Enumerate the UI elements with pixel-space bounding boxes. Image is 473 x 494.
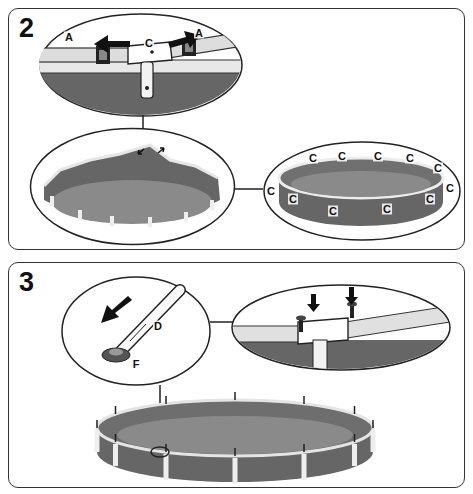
part-letter: C (382, 204, 392, 215)
t-joint (298, 318, 348, 344)
leg-post (52, 196, 212, 227)
pool-floor (52, 180, 212, 224)
buckle (182, 38, 196, 56)
push-arrow (101, 296, 132, 323)
pool-wall (232, 340, 450, 380)
part-letter: A (64, 32, 74, 43)
pool-wall (97, 422, 373, 482)
zoom-leader (159, 385, 161, 446)
pool-with-legs (97, 392, 373, 484)
pool-wall (97, 428, 373, 452)
step-number: 3 (19, 269, 34, 296)
zoom-circle: DF (61, 276, 211, 386)
part-letter: C (337, 151, 347, 162)
zoom-leader (210, 321, 233, 323)
leg-pole (120, 290, 180, 352)
part-letter: C (308, 153, 318, 164)
pool-closed-rim (279, 158, 443, 226)
zoom-circle: CCCCCCCCCCC (263, 141, 461, 241)
leg-pole (313, 340, 327, 370)
step-number: 2 (19, 15, 34, 42)
top-rail (38, 48, 130, 62)
screw-head (347, 302, 357, 307)
step-panel: 2ACACCCCCCCCCCC (8, 8, 465, 250)
part-letter: C (288, 194, 298, 205)
push-arrow (158, 148, 164, 153)
screw (299, 318, 303, 332)
screw-head (296, 316, 306, 321)
step-panel: 3DF (8, 262, 465, 488)
joint-hole (150, 50, 154, 54)
pool-peaked-rim (44, 145, 220, 227)
part-letter: A (194, 28, 204, 39)
top-rail (44, 145, 218, 186)
part-letter: C (425, 194, 435, 205)
pool-wall (38, 72, 244, 122)
pool-wall (279, 178, 443, 226)
leg-pole (120, 290, 180, 352)
zoom-circle (232, 285, 450, 370)
pool-wall (279, 178, 443, 202)
leg-slot (130, 324, 146, 341)
zoom-leader (142, 115, 144, 129)
part-letter: C (405, 153, 415, 164)
screw (350, 304, 354, 318)
pool-floor (291, 171, 431, 197)
zoom-outline (263, 141, 461, 241)
zoom-outline (39, 13, 243, 117)
push-arrow (138, 149, 144, 154)
rail-screw-zoom (232, 306, 450, 380)
top-rail (166, 32, 244, 58)
leg-marker (151, 447, 169, 457)
part-letter: C (266, 186, 276, 197)
zoom-outline (62, 277, 210, 385)
top-rail (279, 158, 443, 198)
zoom-outline (264, 142, 460, 240)
pool-floor (117, 416, 353, 454)
down-arrow (345, 287, 358, 305)
down-arrow (307, 294, 320, 312)
rail-joint-zoom (38, 32, 244, 122)
part-letter: C (433, 163, 443, 174)
zoom-leader (234, 188, 263, 190)
strap-hole (145, 86, 149, 90)
part-letter: C (445, 183, 455, 194)
top-rail (232, 326, 300, 342)
top-rail (345, 306, 450, 338)
top-rail (97, 400, 373, 456)
part-letter: C (144, 38, 154, 49)
buckle (96, 46, 110, 64)
buckle (185, 42, 193, 52)
part-letter: C (373, 151, 383, 162)
part-letter: D (153, 321, 163, 332)
part-letter: C (328, 206, 338, 217)
wall-sleeve (38, 60, 244, 73)
screw (97, 392, 373, 456)
zoom-circle: ACA (39, 13, 243, 117)
part-letter: F (132, 359, 141, 370)
leg-cap (109, 349, 123, 356)
push-arrow (94, 35, 130, 53)
zoom-outline (61, 276, 211, 386)
pool-wall (44, 145, 220, 223)
zoom-outline (40, 14, 242, 116)
leg-post (97, 430, 373, 484)
zoom-circle (31, 129, 235, 245)
joint-strap (141, 62, 153, 98)
leg-cap (102, 348, 130, 362)
buckle (99, 50, 107, 60)
